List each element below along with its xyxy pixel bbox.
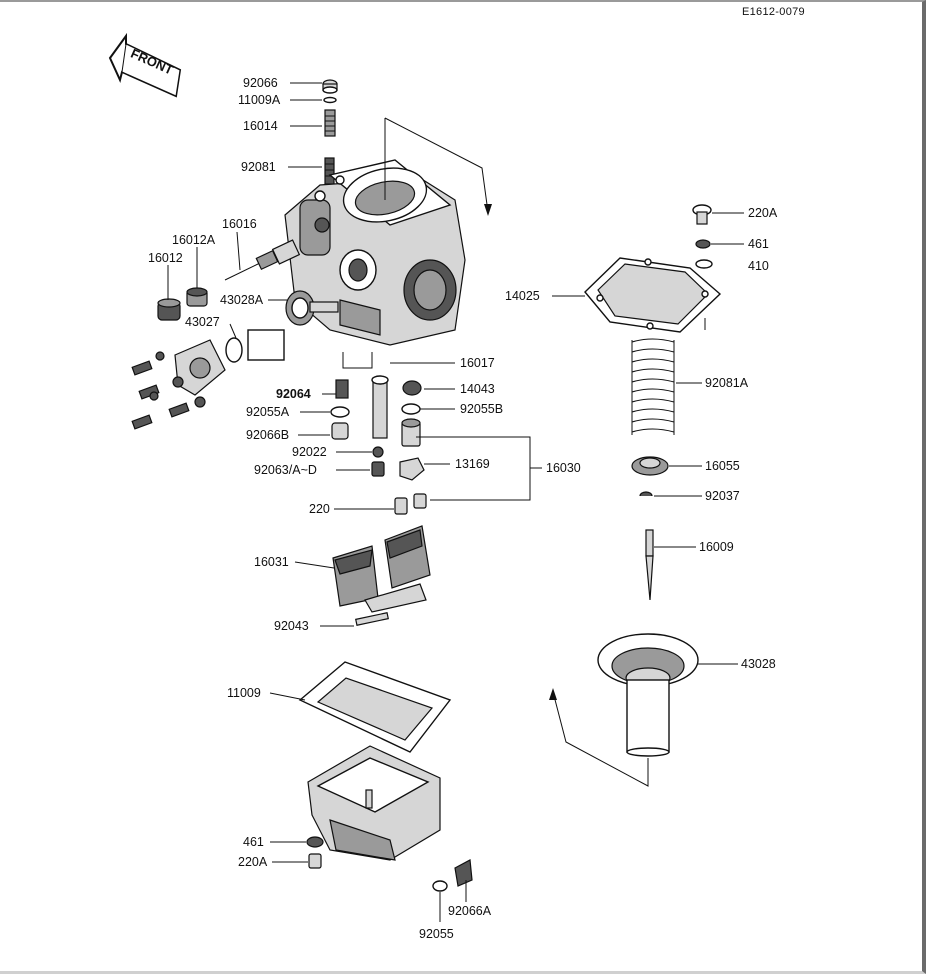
arrowhead-top: [484, 204, 492, 216]
part-92081A-spring: [631, 338, 675, 435]
label-92066B: 92066B: [246, 428, 289, 442]
float-bowl: [307, 745, 441, 861]
part-410-washer: [695, 259, 713, 269]
part-220-screw: [394, 493, 427, 515]
part-16012A-nut: [186, 287, 208, 307]
part-92066B-plug: [331, 422, 349, 440]
part-92022-washer: [372, 446, 384, 458]
label-11009A: 11009A: [238, 93, 281, 107]
part-220A-screw-bottom: [308, 853, 322, 869]
label-16012: 16012: [148, 251, 183, 265]
part-92055-oring: [432, 880, 448, 892]
label-43028A: 43028A: [220, 293, 264, 307]
part-16017-needle-jet-holder: [371, 375, 389, 439]
bracket-line-body: [342, 352, 373, 369]
part-220A-screw-top: [692, 204, 712, 225]
label-14043: 14043: [460, 382, 495, 396]
label-92055B: 92055B: [460, 402, 503, 416]
part-16009-jet-needle: [645, 529, 654, 601]
label-14025: 14025: [505, 289, 540, 303]
label-92081: 92081: [241, 160, 276, 174]
part-labels: 92066 11009A 16014 92081 16016 16012A 16…: [148, 76, 778, 941]
part-43028-diaphragm-valve: [597, 633, 699, 757]
label-16012A: 16012A: [172, 233, 216, 247]
label-16014: 16014: [243, 119, 278, 133]
document-code: E1612-0079: [742, 6, 805, 18]
label-16055: 16055: [705, 459, 740, 473]
label-92055: 92055: [419, 927, 454, 941]
label-92064: 92064: [276, 387, 311, 401]
label-43027: 43027: [185, 315, 220, 329]
assembly-arrow-diag: [384, 117, 489, 213]
part-16014-needle-jet: [324, 109, 336, 137]
part-14025-top-cover: [584, 257, 722, 333]
label-16016: 16016: [222, 217, 257, 231]
label-410: 410: [748, 259, 769, 273]
label-11009: 11009: [227, 686, 261, 700]
part-92043-pin: [355, 612, 389, 626]
label-220: 220: [309, 502, 330, 516]
label-220A-bottom: 220A: [238, 855, 268, 869]
label-92081A: 92081A: [705, 376, 749, 390]
part-92066A-drain-screw: [454, 859, 473, 887]
part-92064-jet: [335, 379, 349, 399]
part-92066-cap: [322, 79, 338, 94]
part-16055-retainer: [631, 456, 669, 476]
part-16031-float: [332, 525, 431, 613]
label-16030: 16030: [546, 461, 581, 475]
arrowhead-bottom: [549, 688, 557, 700]
part-16016-pilot-screw: [224, 239, 301, 281]
part-92055A-oring: [330, 406, 350, 418]
label-92066: 92066: [243, 76, 278, 90]
label-220A-top: 220A: [748, 206, 778, 220]
label-92063: 92063/A~D: [254, 463, 317, 477]
part-float-valve-seat: [401, 418, 421, 447]
part-92055B-oring: [401, 403, 421, 415]
part-43027-spring: [225, 329, 285, 363]
label-92055A: 92055A: [246, 405, 290, 419]
part-13169-clip: [399, 457, 425, 481]
label-92022: 92022: [292, 445, 327, 459]
screws-left: [131, 351, 206, 430]
label-43028: 43028: [741, 657, 776, 671]
label-16009: 16009: [699, 540, 734, 554]
part-92081-spring: [324, 157, 335, 185]
front-arrow: FRONT: [108, 32, 182, 98]
assembly-arrow-bottom: [552, 691, 649, 787]
cover-plate-left: [174, 339, 226, 396]
label-16017: 16017: [460, 356, 495, 370]
part-43028A-diaphragm: [285, 290, 339, 326]
part-461-washer-top: [695, 239, 711, 249]
part-11009A-washer: [323, 96, 337, 104]
leader-lines: [167, 82, 744, 922]
label-92066A: 92066A: [448, 904, 492, 918]
part-461-washer-bottom: [306, 836, 324, 848]
label-16031: 16031: [254, 555, 289, 569]
part-92063-main-jet: [371, 461, 385, 477]
part-92037-clip: [639, 491, 653, 497]
part-14043-cap: [402, 380, 422, 396]
label-13169: 13169: [455, 457, 490, 471]
part-16012-knob: [157, 298, 181, 321]
label-461-bottom: 461: [243, 835, 264, 849]
label-92037: 92037: [705, 489, 740, 503]
label-92043: 92043: [274, 619, 309, 633]
label-461-top: 461: [748, 237, 769, 251]
part-11009-gasket: [298, 661, 452, 753]
